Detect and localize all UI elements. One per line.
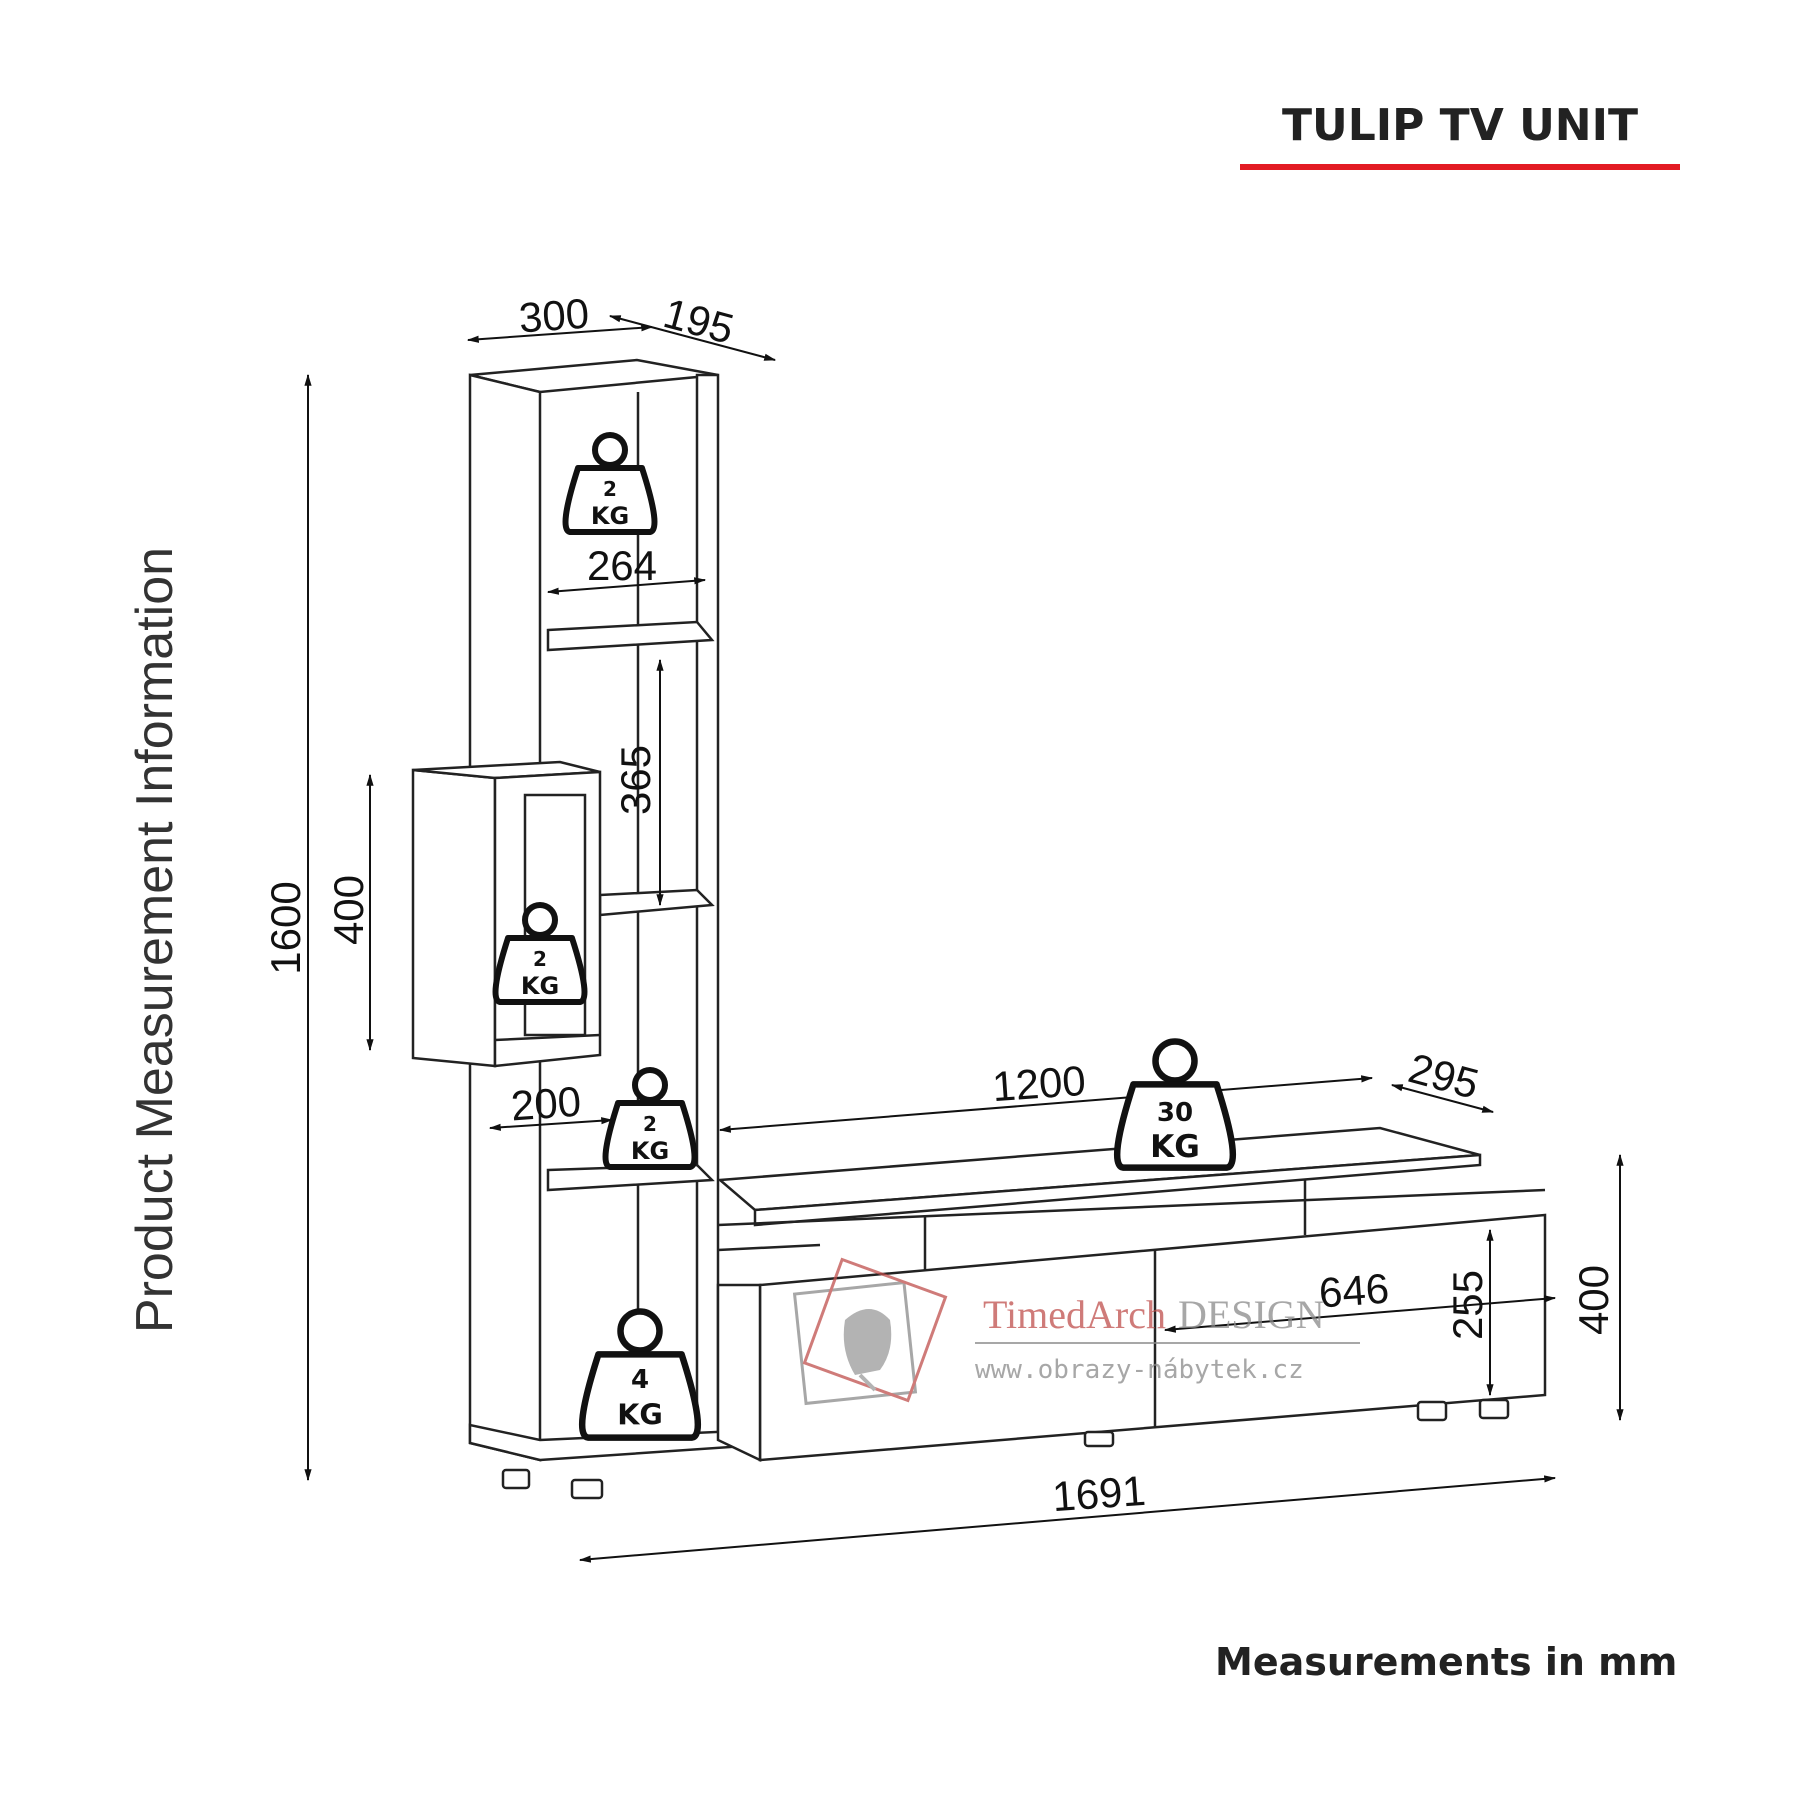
weight-value: 2 [603, 477, 617, 501]
watermark-brand: TimedArch DESIGN [983, 1292, 1325, 1337]
weight-value: 4 [631, 1365, 649, 1395]
dim-wall-box-height: 400 [325, 875, 372, 945]
product-title: TULIP TV UNIT [1281, 100, 1639, 151]
dim-wall-box-width: 200 [509, 1078, 582, 1130]
weight-value: 2 [533, 947, 547, 971]
weight-unit: KG [591, 502, 629, 530]
weight-badge-2: 2 KG [492, 902, 588, 1005]
dim-drawer-height: 255 [1444, 1270, 1491, 1340]
dim-drawer-width: 646 [1317, 1265, 1390, 1317]
tv-unit [716, 1126, 1547, 1462]
dimension-labels: 300 195 1600 264 365 400 200 1200 295 40… [262, 289, 1617, 1520]
dim-shelf-spacing: 365 [612, 745, 659, 815]
weight-unit: KG [1150, 1129, 1200, 1165]
weight-badge-5: 30 KG [1113, 1038, 1237, 1171]
units-note: Measurements in mm [1215, 1640, 1678, 1684]
dimension-lines [304, 315, 1624, 1563]
weight-badge-1: 2 KG [562, 432, 658, 535]
watermark-brand-part1: TimedArch [983, 1292, 1166, 1337]
weight-value: 30 [1157, 1098, 1193, 1128]
dim-tv-top-width: 1200 [991, 1057, 1087, 1110]
weight-unit: KG [631, 1137, 669, 1165]
title-underline [1240, 164, 1680, 170]
wall-box [411, 760, 602, 1068]
watermark-brand-part2: DESIGN [1178, 1292, 1325, 1337]
weight-value: 2 [643, 1112, 657, 1136]
dim-tower-width: 300 [517, 290, 590, 342]
dim-tower-depth: 195 [659, 289, 739, 353]
dim-inner-shelf-width: 264 [587, 542, 657, 589]
weight-unit: KG [521, 972, 559, 1000]
weight-badge-3: 2 KG [602, 1067, 698, 1170]
dim-tower-height: 1600 [262, 881, 309, 974]
dim-tv-height: 400 [1570, 1265, 1617, 1335]
watermark-url: www.obrazy-nábytek.cz [975, 1355, 1304, 1385]
weight-unit: KG [617, 1398, 663, 1432]
weight-badge-4: 4 KG [578, 1308, 702, 1441]
watermark-logo [792, 1257, 948, 1406]
watermark: TimedArch DESIGN www.obrazy-nábytek.cz [792, 1257, 1360, 1406]
dim-tv-depth: 295 [1404, 1044, 1484, 1108]
dim-total-width: 1691 [1051, 1467, 1147, 1520]
